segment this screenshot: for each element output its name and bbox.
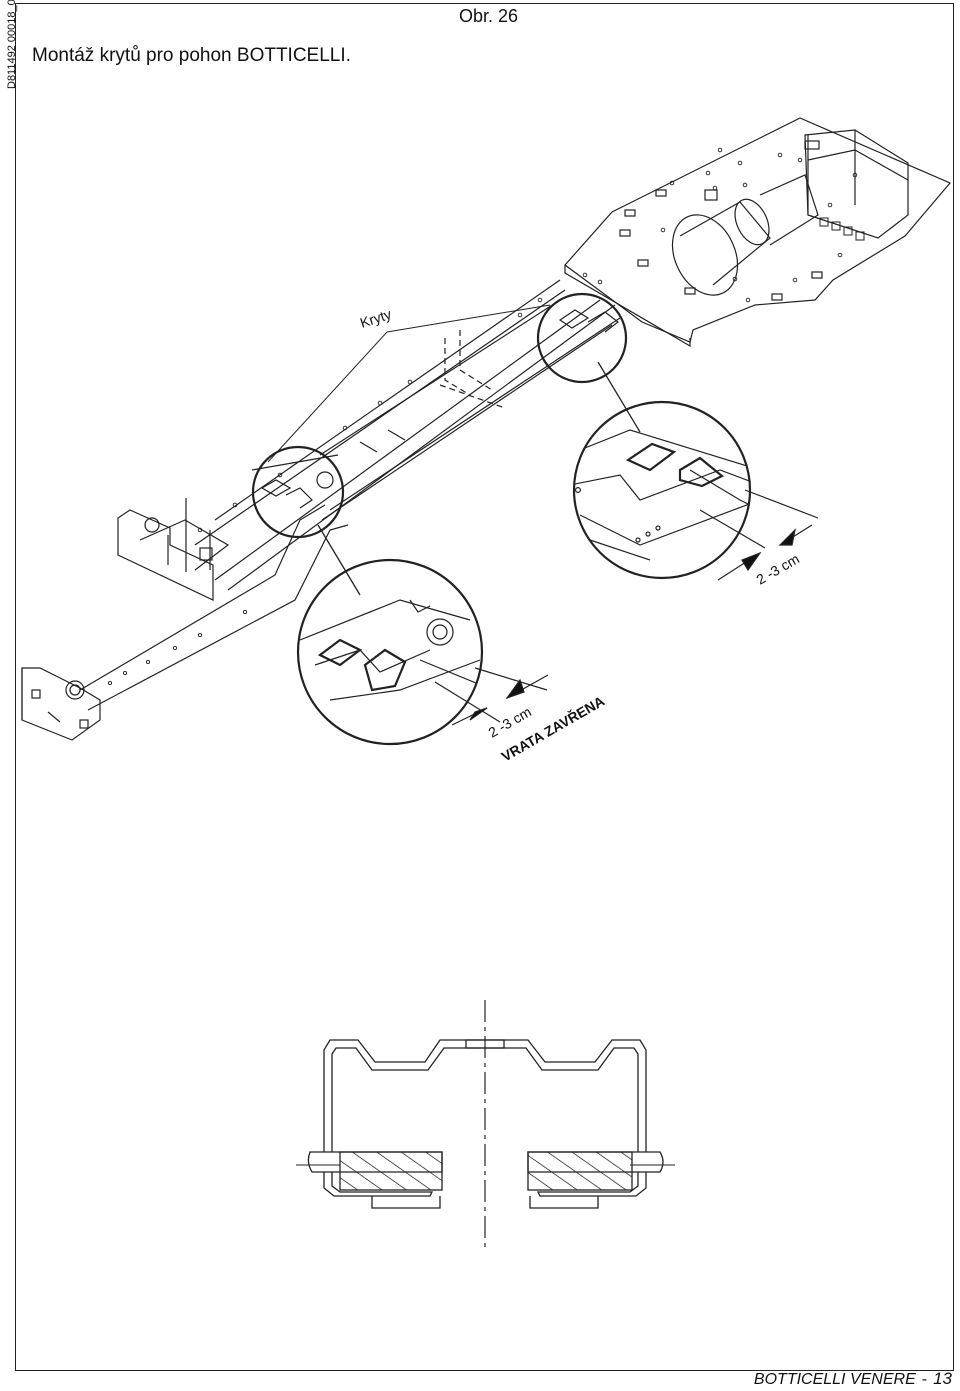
detail-connector-right (597, 361, 641, 433)
page-title: Montáž krytů pro pohon BOTTICELLI. (32, 45, 351, 66)
cover-small-left (260, 471, 334, 509)
covers-label: Kryty (358, 306, 393, 331)
figure-number: Obr. 26 (459, 6, 519, 26)
footer-separator: - (921, 1371, 928, 1388)
detail-connector-left (317, 524, 361, 596)
detail-circle-right-small (536, 292, 628, 384)
end-bracket (117, 498, 230, 601)
page-footer: BOTTICELLI VENERE-13 (754, 1369, 952, 1389)
page-frame (15, 3, 954, 1371)
rail (194, 279, 621, 591)
cover-small-right (558, 309, 619, 333)
dimension-left (434, 667, 549, 726)
rail-break-marks (439, 330, 506, 409)
detail-left-enlarged (296, 558, 484, 746)
detail-right-enlarged (572, 400, 752, 580)
footer-product: BOTTICELLI VENERE (753, 1371, 916, 1388)
dimension-right (699, 489, 819, 581)
detail-circle-left-small (251, 445, 345, 539)
cross-section (296, 1000, 675, 1248)
dimension-right-label: 2 -3 cm (754, 550, 802, 587)
drive-arm (21, 504, 349, 741)
covers-leader-lines (267, 304, 551, 463)
page-number: 13 (933, 1369, 952, 1388)
motor-unit (564, 117, 951, 348)
